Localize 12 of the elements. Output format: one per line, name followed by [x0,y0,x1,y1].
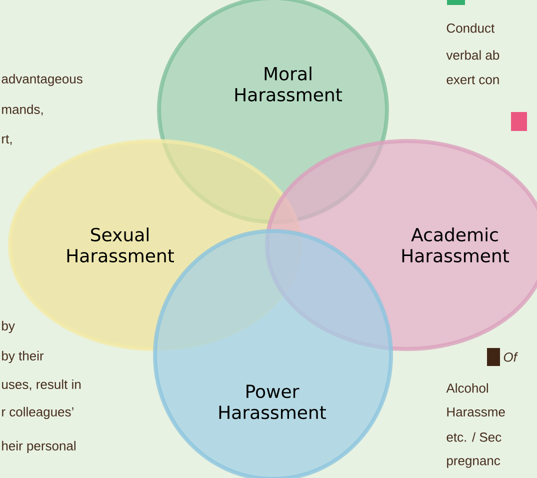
text-fragment: heir personal [2,440,76,454]
text-fragment: exert con [446,76,499,84]
text-fragment: r colleagues’ [2,406,74,420]
text-fragment: verbal ab [446,50,500,60]
text-fragment: uses, result in [2,379,81,391]
text-fragment: Harassme [447,407,505,417]
text-fragment: pregnanc [447,458,500,468]
text-fragment: mands, [2,104,43,116]
text-fragment: etc. / Sec [446,432,502,442]
text-fragment: Conduct [446,23,495,33]
text-fragment: Alcohol [446,383,488,393]
text-fragment: advantageous [2,74,82,86]
